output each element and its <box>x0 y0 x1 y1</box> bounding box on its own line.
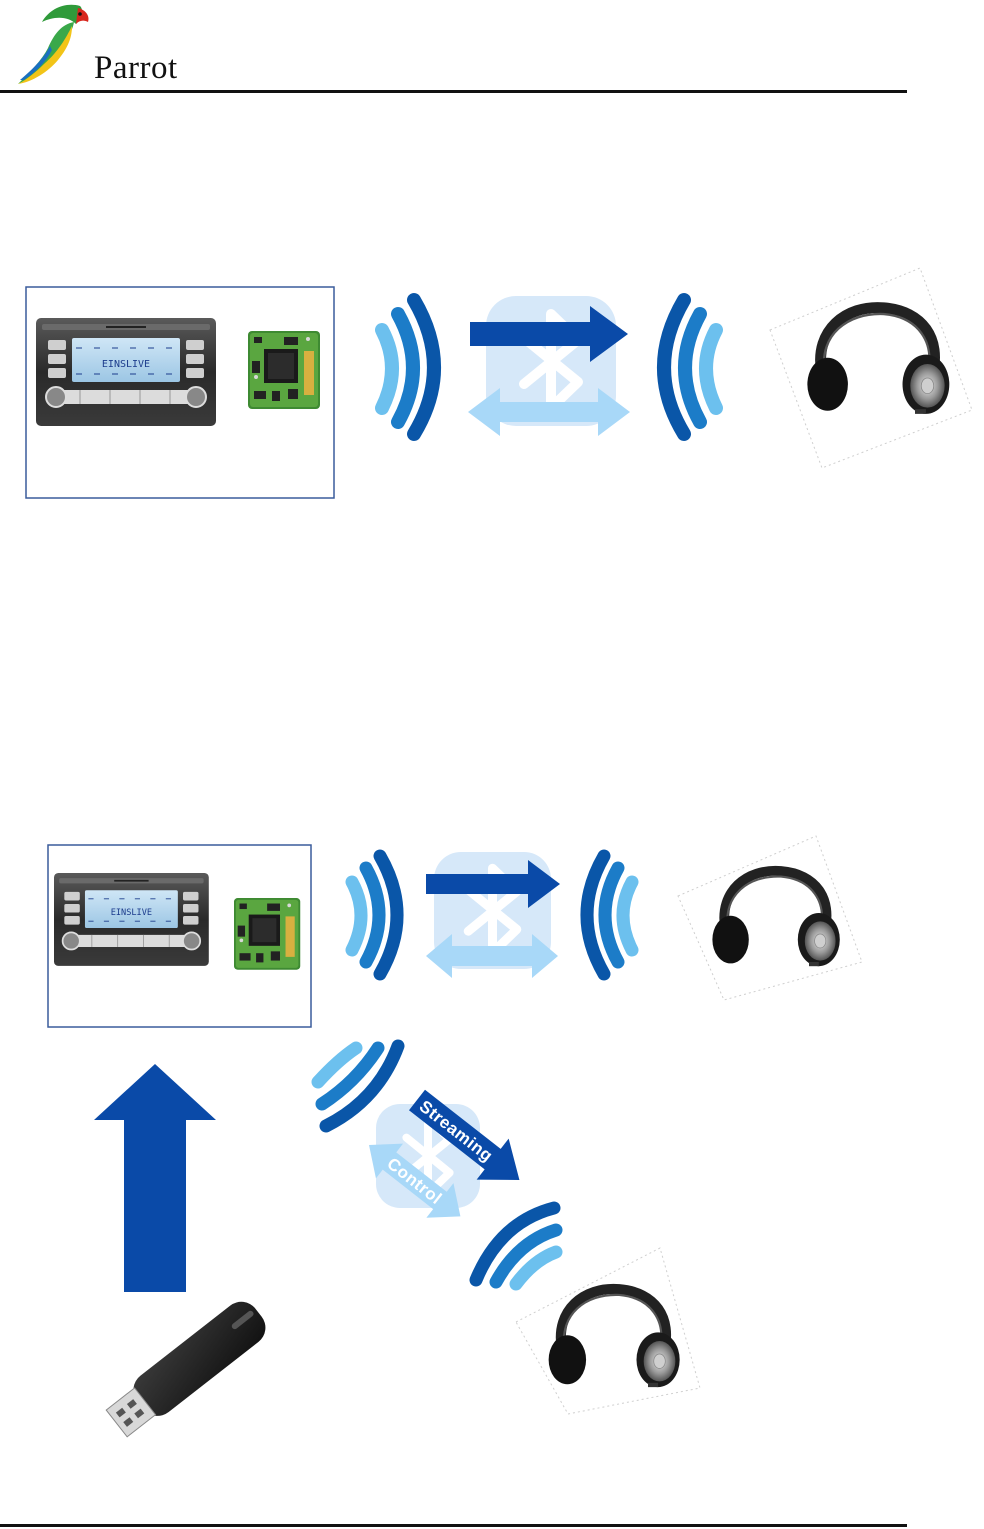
headphones-icon <box>770 268 972 468</box>
signal-waves-icon <box>664 300 716 434</box>
signal-waves-icon <box>352 856 397 974</box>
bluetooth-module-icon <box>234 898 300 970</box>
headphones-icon <box>678 836 862 1000</box>
car-radio-icon: EINSLIVE <box>36 318 216 426</box>
headphones-icon <box>516 1248 700 1414</box>
bottom-diagram: EINSLIVE <box>48 836 862 1442</box>
signal-waves-icon <box>476 1208 556 1284</box>
up-arrow-icon <box>94 1064 216 1292</box>
car-radio-icon: EINSLIVE <box>54 873 209 966</box>
top-diagram: EINSLIVE <box>26 268 972 498</box>
footer-rule <box>0 1524 907 1527</box>
usb-dongle-icon <box>103 1295 273 1442</box>
radio-display-text: EINSLIVE <box>102 359 150 370</box>
bluetooth-module-icon <box>248 331 320 409</box>
radio-display-text: EINSLIVE <box>111 908 152 918</box>
signal-waves-icon <box>382 300 434 434</box>
signal-waves-icon <box>587 856 632 974</box>
